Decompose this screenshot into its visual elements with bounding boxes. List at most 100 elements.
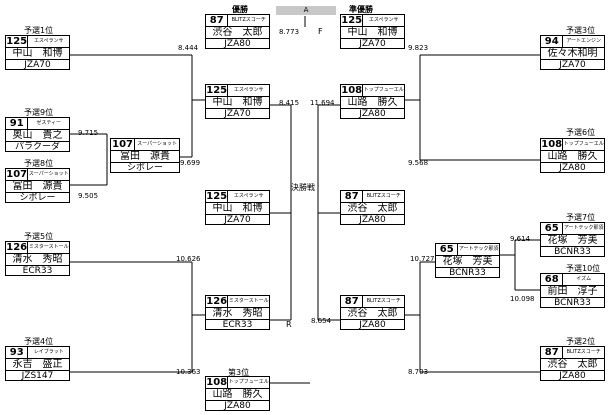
driver-name: 中山 和博 xyxy=(206,97,269,109)
driver-name: 中山 和博 xyxy=(6,48,69,60)
car-number: 68 xyxy=(541,274,564,285)
car-model: JZA80 xyxy=(559,371,586,381)
car-number: 91 xyxy=(6,118,29,129)
car-model: JZA80 xyxy=(224,401,251,411)
car-model: JZA70 xyxy=(224,215,251,225)
car-model: JZA80 xyxy=(224,39,251,49)
car-model: BCNR33 xyxy=(449,268,486,278)
time-readout: 10.727 xyxy=(410,255,435,263)
team-name: BLITZスコーチ xyxy=(366,298,401,304)
driver-name: 花塚 芳美 xyxy=(436,256,499,268)
rank-label-10: 予選10位 xyxy=(566,264,601,273)
rank-label-1: 予選1位 xyxy=(24,26,54,35)
car-number: 126 xyxy=(206,296,229,307)
team-name: アートテック那須 xyxy=(458,246,499,252)
car-model: JZA70 xyxy=(359,39,386,49)
car-number: 125 xyxy=(206,85,229,96)
time-readout: 8.415 xyxy=(279,99,300,107)
center-lines xyxy=(270,16,310,384)
driver-name: 清水 秀昭 xyxy=(206,308,269,320)
team-name: ミスターストール xyxy=(28,244,69,250)
driver-name: 佐々木和明 xyxy=(541,48,604,60)
third-label: 第3位 xyxy=(228,368,250,377)
driver-name: 渋谷 太郎 xyxy=(341,308,404,320)
driver-name: 花塚 芳美 xyxy=(541,235,604,247)
team-name: イズム xyxy=(576,276,592,282)
team-name: BLITZスコーチ xyxy=(566,349,601,355)
team-name: BLITZスコーチ xyxy=(366,193,401,199)
car-number: 107 xyxy=(6,169,29,180)
entry-card-runner-up: 125 エスペランサ 中山 和博 JZA70 xyxy=(340,14,405,49)
team-name: エスペランサ xyxy=(233,87,264,93)
car-model: JZA80 xyxy=(559,163,586,173)
driver-name: 渋谷 太郎 xyxy=(206,27,269,39)
car-model: ECR33 xyxy=(22,266,53,276)
team-name: エスペランサ xyxy=(233,193,264,199)
rank-label-2: 予選2位 xyxy=(566,337,596,346)
team-name: アートテック那須 xyxy=(563,225,604,231)
team-name: アートエンジン xyxy=(566,38,602,44)
rank-label-7: 予選7位 xyxy=(566,213,596,222)
car-number: 108 xyxy=(341,85,364,96)
time-readout: 10.626 xyxy=(176,255,201,263)
time-readout: 9.505 xyxy=(78,192,99,200)
rank-label-3: 予選3位 xyxy=(566,26,596,35)
car-model: JZA80 xyxy=(359,215,386,225)
time-readout: 8.703 xyxy=(408,368,429,376)
rank-label-5: 予選5位 xyxy=(24,232,54,241)
driver-name: 山路 勝久 xyxy=(206,389,269,401)
car-number: 108 xyxy=(206,377,229,388)
rank-label-8: 予選8位 xyxy=(24,159,54,168)
time-readout: 9.715 xyxy=(78,129,99,137)
car-number: 125 xyxy=(341,15,364,26)
driver-name: 清水 秀昭 xyxy=(6,254,69,266)
car-number: 94 xyxy=(541,36,564,47)
team-name: エスペランサ xyxy=(368,17,399,23)
driver-name: 奥山 貴之 xyxy=(6,130,69,142)
team-name: トップフューエル xyxy=(563,141,604,147)
right-bracket-lines xyxy=(317,54,540,373)
time-readout: 11.694 xyxy=(310,99,335,107)
time-readout: 9.823 xyxy=(408,44,429,52)
car-number: 87 xyxy=(341,191,364,202)
car-model: BCNR33 xyxy=(554,247,591,257)
driver-name: 中山 和博 xyxy=(206,203,269,215)
rank-label-4: 予選4位 xyxy=(24,337,54,346)
driver-name: 冨田 源貴 xyxy=(6,181,69,193)
time-readout: 10.363 xyxy=(176,368,201,376)
final-label: 決勝戦 xyxy=(291,183,315,192)
team-name: BLITZスコーチ xyxy=(231,17,266,23)
winner-label: 優勝 xyxy=(232,5,248,14)
driver-name: 中山 和博 xyxy=(341,27,404,39)
team-name: トップフューエル xyxy=(363,87,404,93)
team-name: レイブラット xyxy=(33,349,64,355)
car-model: JZA70 xyxy=(24,60,51,70)
car-number: 87 xyxy=(206,15,229,26)
car-number: 93 xyxy=(6,347,29,358)
car-model: JZA80 xyxy=(359,109,386,119)
mark-f: F xyxy=(318,27,323,36)
mark-r: R xyxy=(286,320,292,329)
team-name: スーパーショット xyxy=(28,171,69,177)
car-number: 125 xyxy=(206,191,229,202)
time-readout: 9.614 xyxy=(510,235,531,243)
car-model: JZA80 xyxy=(359,320,386,330)
car-model: BCNR33 xyxy=(554,298,591,308)
car-number: 107 xyxy=(111,139,136,150)
